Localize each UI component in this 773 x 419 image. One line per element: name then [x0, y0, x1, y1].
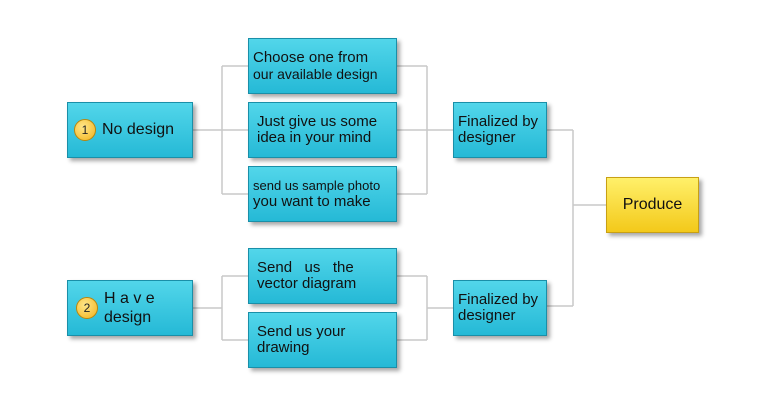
vector-line1: Send us the	[257, 259, 354, 276]
have-design-line1: H a v e	[104, 290, 155, 307]
no-design-label: No design	[102, 121, 175, 138]
sample-photo-box: send us sample photo you want to make	[248, 166, 397, 222]
connector-have-design	[193, 275, 248, 341]
connector-top-group	[397, 65, 453, 195]
have-design-box: 2 H a v e design	[67, 280, 193, 336]
idea-line1: Just give us some	[257, 113, 378, 130]
have-design-line2: design	[104, 309, 152, 326]
connector-bottom-group	[397, 275, 453, 341]
number-badge-2: 2	[76, 297, 98, 319]
vector-line2: vector diagram	[257, 275, 357, 292]
give-idea-box: Just give us some idea in your mind	[248, 102, 397, 158]
finalized-bottom-box: Finalized by designer	[453, 280, 547, 336]
connector-no-design	[193, 65, 248, 195]
finalized-top-box: Finalized by designer	[453, 102, 547, 158]
drawing-line2: drawing	[257, 339, 310, 356]
sample-line2: you want to make	[253, 193, 371, 210]
finalized-bottom-line2: designer	[458, 307, 516, 324]
number-badge-1: 1	[74, 119, 96, 141]
connector-produce	[547, 129, 606, 307]
have-design-label: H a v e design	[104, 289, 155, 327]
produce-label: Produce	[622, 196, 683, 213]
choose-design-box: Choose one from our available design	[248, 38, 397, 94]
drawing-box: Send us your drawing	[248, 312, 397, 368]
sample-line1: send us sample photo	[253, 178, 381, 193]
choose-line2: our available design	[253, 66, 378, 82]
no-design-box: 1 No design	[67, 102, 193, 158]
vector-diagram-box: Send us the vector diagram	[248, 248, 397, 304]
finalized-bottom-line1: Finalized by	[458, 291, 539, 308]
produce-box: Produce	[606, 177, 699, 233]
finalized-top-line2: designer	[458, 129, 516, 146]
finalized-top-line1: Finalized by	[458, 113, 539, 130]
choose-line1: Choose one from	[253, 49, 369, 66]
idea-line2: idea in your mind	[257, 129, 372, 146]
drawing-line1: Send us your	[257, 323, 346, 340]
